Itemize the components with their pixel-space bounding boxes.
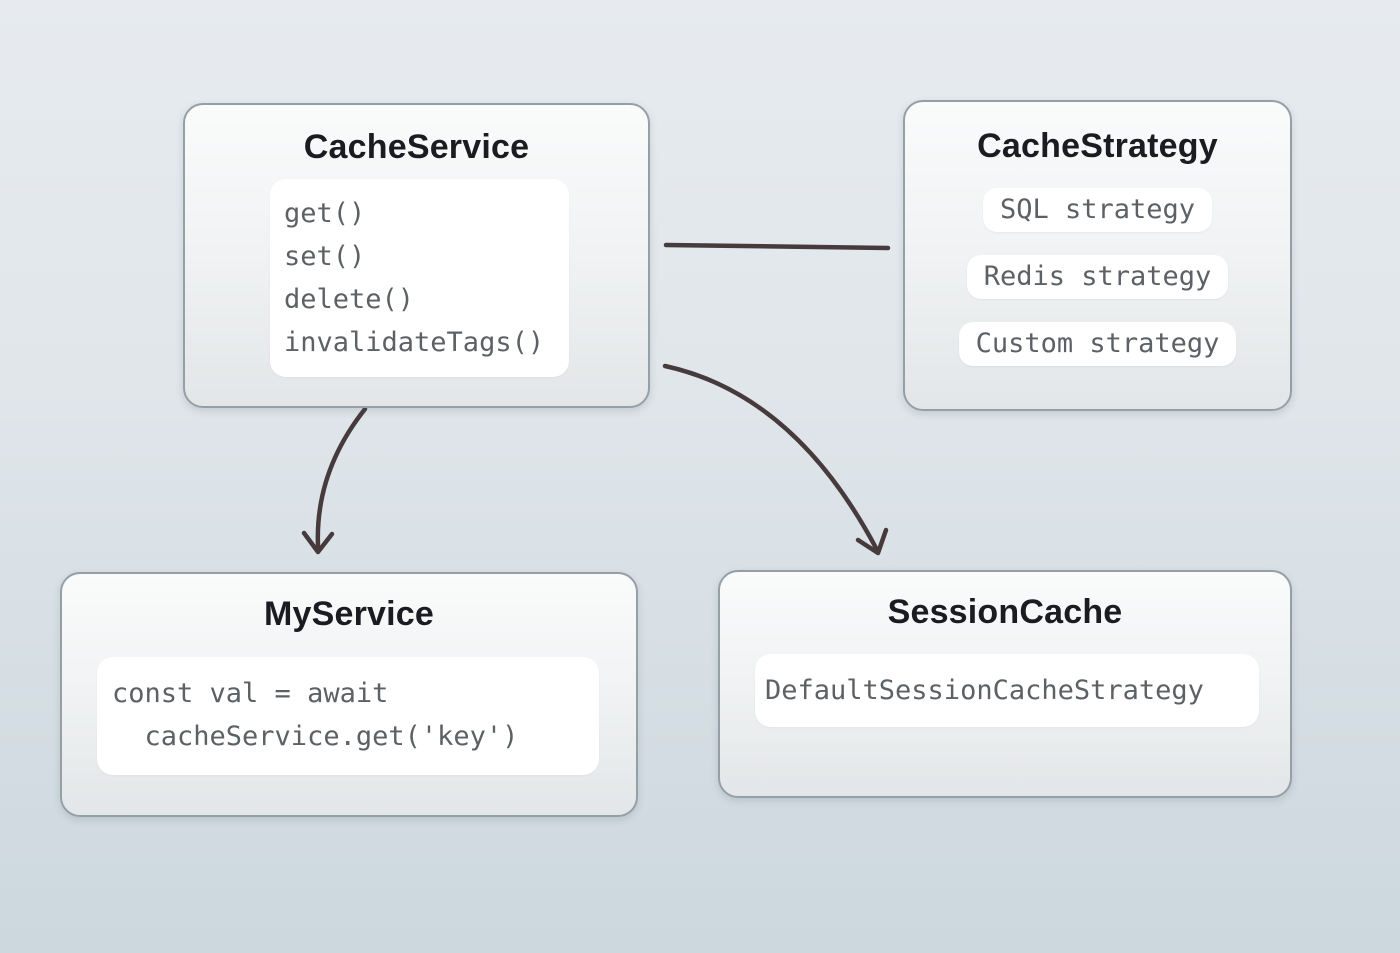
code-snippet-panel: const val = await cacheService.get('key'… bbox=[97, 657, 599, 775]
edge-cacheservice-cachestrategy-line bbox=[663, 242, 891, 251]
code-line: cacheService.get('key') bbox=[112, 721, 519, 752]
node-title: MyService bbox=[263, 595, 435, 633]
code-line: const val = await bbox=[112, 678, 389, 709]
edge-cacheservice-sessioncache-shaft bbox=[662, 363, 879, 551]
node-title: CacheService bbox=[303, 128, 530, 166]
method-item: get() bbox=[284, 198, 366, 229]
strategy-list: SQL strategy Redis strategy Custom strat… bbox=[905, 188, 1290, 366]
node-my-service: MyService const val = await cacheService… bbox=[60, 572, 638, 817]
node-title: SessionCache bbox=[887, 593, 1123, 631]
strategy-pill: Custom strategy bbox=[958, 322, 1237, 366]
edge-cacheservice-myservice-shaft bbox=[315, 406, 368, 549]
node-cache-service: CacheService get() set() delete() invali… bbox=[183, 103, 650, 408]
method-item: set() bbox=[284, 241, 366, 272]
default-strategy-panel: DefaultSessionCacheStrategy bbox=[755, 654, 1259, 727]
strategy-pill: Redis strategy bbox=[966, 255, 1229, 299]
node-session-cache: SessionCache DefaultSessionCacheStrategy bbox=[718, 570, 1292, 798]
edge-cacheservice-myservice-arrowhead-icon bbox=[301, 530, 335, 555]
strategy-pill: SQL strategy bbox=[982, 188, 1213, 232]
default-strategy-label: DefaultSessionCacheStrategy bbox=[765, 675, 1204, 706]
method-list-panel: get() set() delete() invalidateTags() bbox=[270, 179, 569, 377]
node-title: CacheStrategy bbox=[977, 127, 1218, 165]
node-cache-strategy: CacheStrategy SQL strategy Redis strateg… bbox=[903, 100, 1292, 411]
method-item: invalidateTags() bbox=[284, 327, 545, 358]
method-item: delete() bbox=[284, 284, 415, 315]
edge-cacheservice-sessioncache-arrowhead-icon bbox=[855, 527, 889, 556]
